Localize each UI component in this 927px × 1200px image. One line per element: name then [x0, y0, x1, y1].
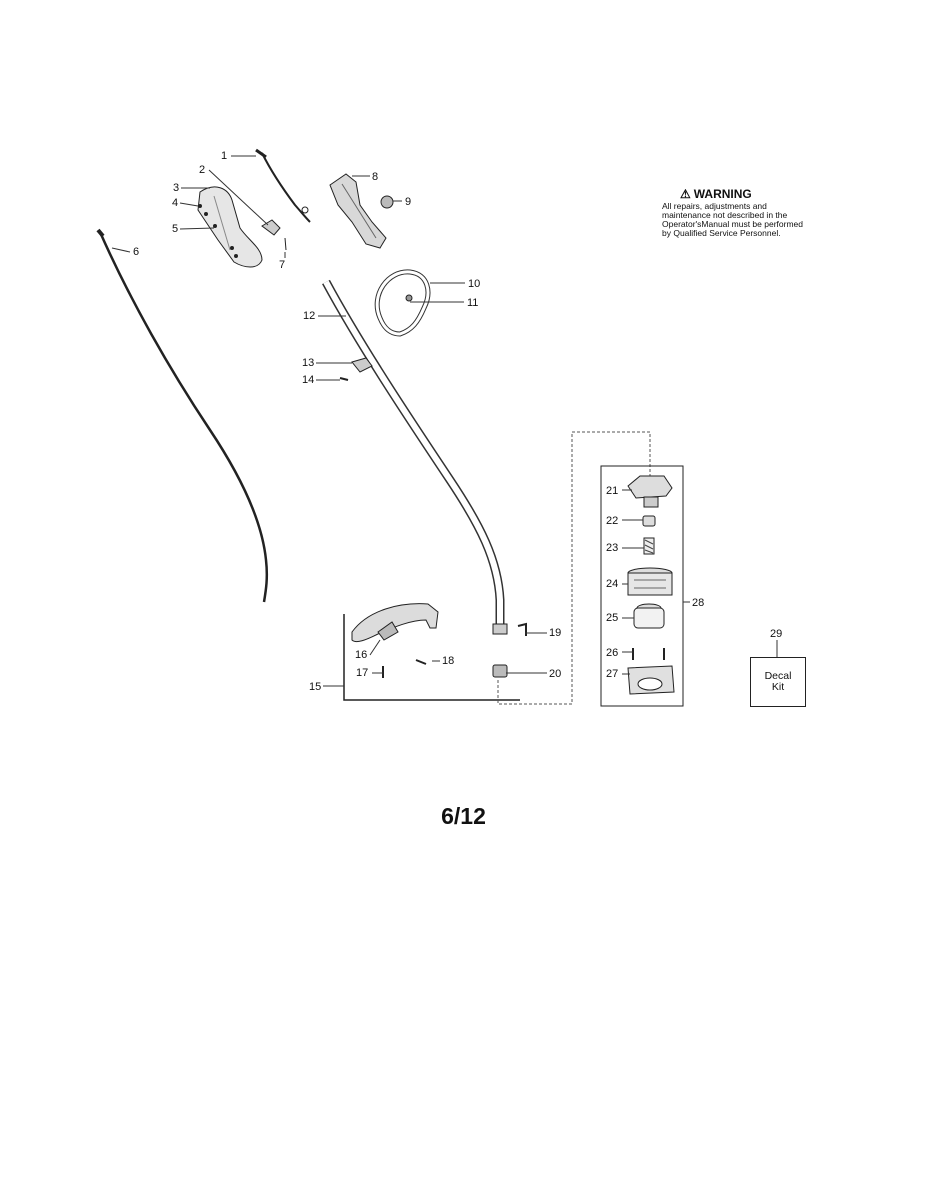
label-16: 16 [355, 649, 368, 661]
pin-part [284, 237, 287, 251]
label-8: 8 [372, 171, 379, 183]
label-11: 11 [467, 297, 479, 309]
label-5: 5 [172, 223, 179, 235]
label-28: 28 [692, 597, 705, 609]
decal-line2: Kit [771, 681, 785, 693]
flex-shaft-part [96, 228, 269, 603]
warning-heading: ⚠ WARNING [662, 187, 812, 201]
decal-line1: Decal [764, 670, 792, 682]
label-17: 17 [356, 667, 369, 679]
label-7: 7 [279, 259, 286, 271]
label-6: 6 [133, 246, 140, 258]
label-3: 3 [173, 182, 180, 194]
clamp-part [339, 357, 373, 381]
label-21: 21 [606, 485, 619, 497]
label-27: 27 [606, 668, 619, 680]
page-number: 6/12 [441, 803, 486, 829]
handle-half-part [329, 173, 387, 249]
label-23: 23 [606, 542, 619, 554]
drive-tube-part [322, 279, 505, 626]
warning-body: All repairs, adjustments and maintenance… [662, 201, 803, 238]
label-9: 9 [405, 196, 412, 208]
leader-lines [111, 155, 778, 687]
label-26: 26 [606, 647, 619, 659]
label-20: 20 [549, 668, 562, 680]
trimmer-head-parts [627, 475, 675, 695]
warning-title: WARNING [693, 187, 752, 201]
label-14: 14 [302, 374, 315, 386]
knob-part [380, 195, 394, 209]
warning-notice: ⚠ WARNING All repairs, adjustments and m… [662, 187, 812, 238]
label-4: 4 [172, 197, 179, 209]
label-24: 24 [606, 578, 619, 590]
shaft-fitting-part [492, 622, 527, 678]
label-10: 10 [468, 278, 481, 290]
label-19: 19 [549, 627, 562, 639]
label-1: 1 [221, 150, 228, 162]
label-25: 25 [606, 612, 619, 624]
label-13: 13 [302, 357, 315, 369]
decal-kit-box: Decal Kit [750, 657, 806, 707]
handle-housing-part [197, 186, 263, 268]
assist-handle-part [374, 269, 431, 337]
label-22: 22 [606, 515, 619, 527]
trimmer-head-box [600, 465, 684, 707]
label-29: 29 [770, 628, 783, 640]
label-2: 2 [199, 164, 206, 176]
label-18: 18 [442, 655, 455, 667]
label-15: 15 [309, 681, 322, 693]
guard-assembly-part [343, 603, 520, 701]
throttle-cable-part [255, 148, 311, 223]
warning-triangle-icon: ⚠ [680, 187, 691, 201]
label-12: 12 [303, 310, 316, 322]
dashed-leader [497, 431, 651, 705]
